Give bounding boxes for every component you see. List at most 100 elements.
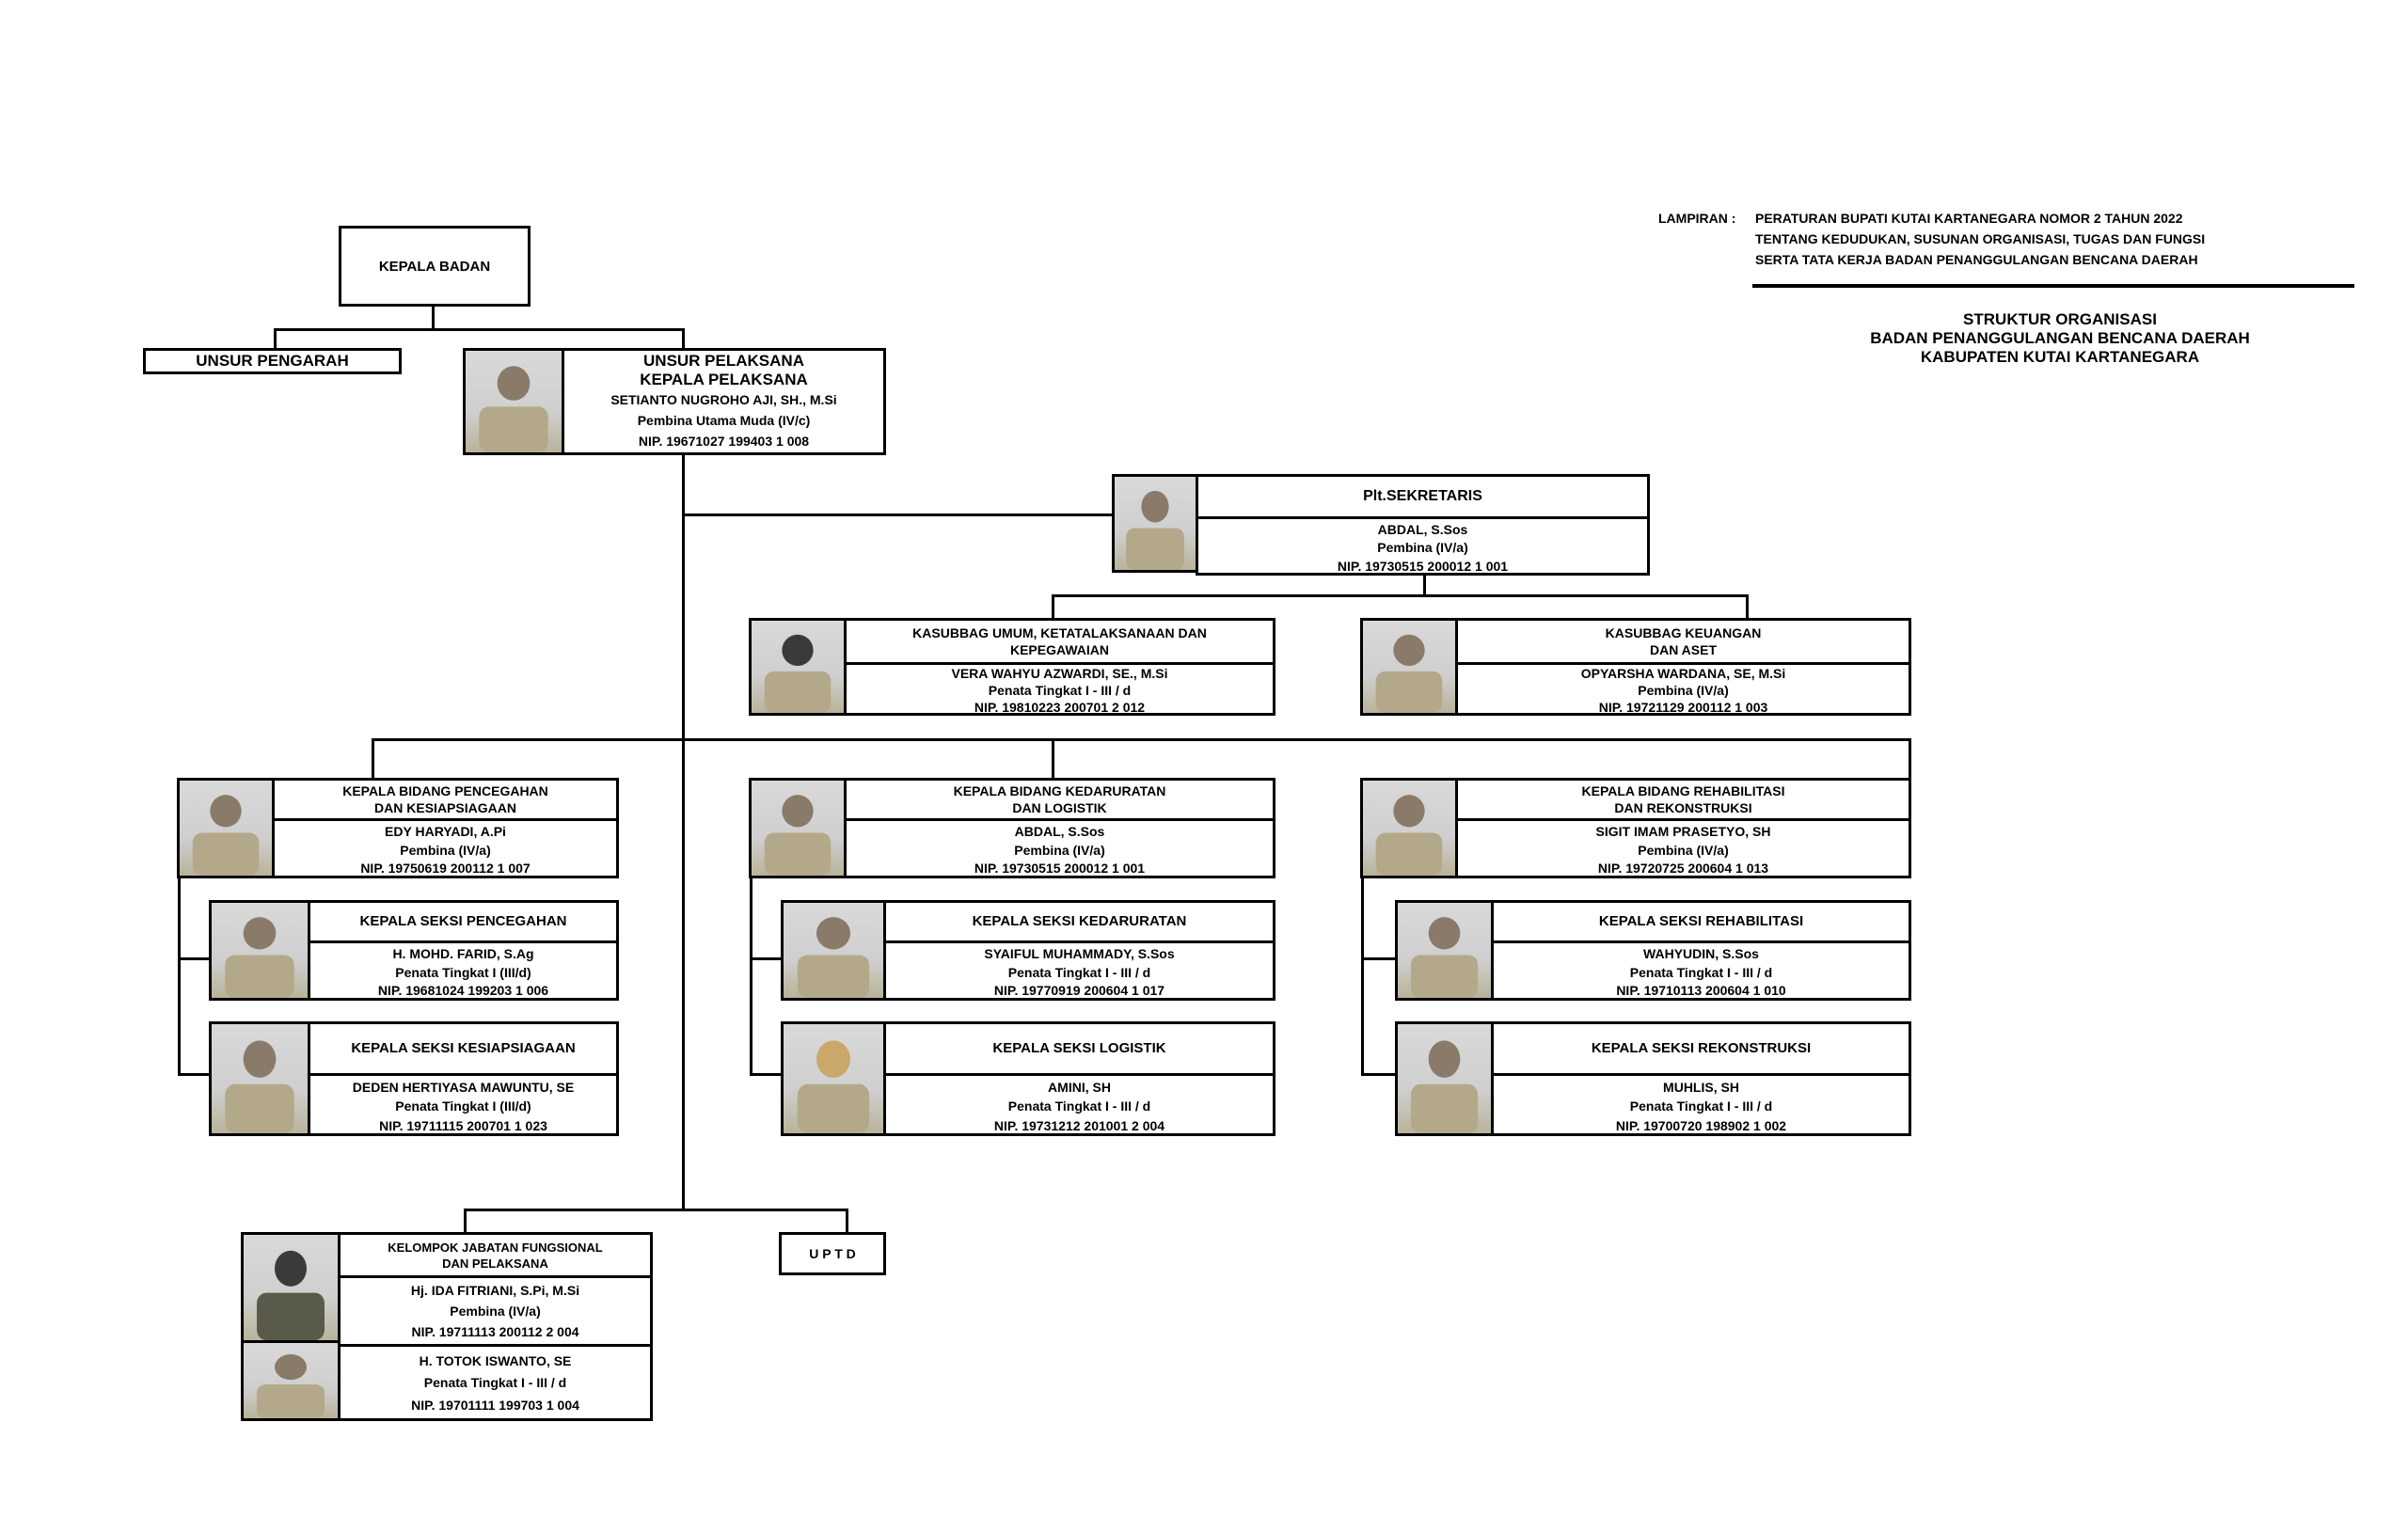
- node-title: KEPALA PELAKSANA: [640, 371, 808, 388]
- unsur-pengarah-box: UNSUR PENGARAH: [143, 348, 402, 374]
- node-title: DAN LOGISTIK: [1012, 800, 1107, 815]
- regulation-reference: PERATURAN BUPATI KUTAI KARTANEGARA NOMOR…: [1755, 208, 2205, 270]
- kabid-rehabilitasi-box: KEPALA BIDANG REHABILITASI DAN REKONSTRUK…: [1455, 778, 1911, 878]
- unsur-pelaksana-box: UNSUR PELAKSANA KEPALA PELAKSANA SETIANT…: [562, 348, 886, 455]
- node-rank: Penata Tingkat I - III / d: [1007, 964, 1151, 980]
- node-title: KEPALA BIDANG KEDARURATAN: [953, 783, 1166, 798]
- node-title: KASUBBAG KEUANGAN: [1605, 625, 1762, 640]
- node-nip: NIP. 19671027 199403 1 008: [638, 434, 810, 449]
- connector: [682, 514, 1115, 516]
- connector: [372, 738, 1911, 741]
- node-rank: Pembina (IV/a): [450, 1304, 541, 1319]
- node-title: KASUBBAG UMUM, KETATALAKSANAAN DAN: [912, 625, 1207, 640]
- person-photo: [1395, 900, 1494, 1001]
- kasi-pencegahan-box: KEPALA SEKSI PENCEGAHAN H. MOHD. FARID, …: [308, 900, 619, 1001]
- person-photo: [781, 900, 886, 1001]
- kasi-rehabilitasi-box: KEPALA SEKSI REHABILITASI WAHYUDIN, S.So…: [1491, 900, 1911, 1001]
- node-nip: NIP. 19711113 200112 2 004: [411, 1324, 579, 1339]
- connector: [1052, 594, 1054, 618]
- node-title: KELOMPOK JABATAN FUNGSIONAL: [388, 1240, 603, 1255]
- person-photo: [209, 900, 310, 1001]
- kabid-pencegahan-box: KEPALA BIDANG PENCEGAHAN DAN KESIAPSIAGAA…: [272, 778, 619, 878]
- title-line: STRUKTUR ORGANISASI: [1963, 310, 2157, 328]
- node-title: KEPALA SEKSI PENCEGAHAN: [359, 913, 567, 929]
- person-photo: [1360, 778, 1458, 878]
- node-person-name: SYAIFUL MUHAMMADY, S.Sos: [984, 945, 1175, 961]
- uptd-box: U P T D: [779, 1232, 886, 1275]
- node-title: KEPALA SEKSI REKONSTRUKSI: [1591, 1040, 1812, 1056]
- node-nip: NIP. 19720725 200604 1 013: [1597, 861, 1769, 877]
- node-rank: Penata Tingkat I - III / d: [1629, 964, 1773, 980]
- node-rank: Penata Tingkat I - III / d: [1007, 1098, 1151, 1114]
- kasi-kesiapsiagaan-box: KEPALA SEKSI KESIAPSIAGAAN DEDEN HERTIYA…: [308, 1021, 619, 1136]
- connector: [1361, 1073, 1397, 1076]
- title-line: BADAN PENANGGULANGAN BENCANA DAERAH: [1870, 329, 2250, 347]
- connector: [750, 957, 783, 960]
- node-person-name: SIGIT IMAM PRASETYO, SH: [1595, 823, 1771, 839]
- node-title: KEPALA SEKSI LOGISTIK: [992, 1040, 1166, 1056]
- kasi-rekonstruksi-box: KEPALA SEKSI REKONSTRUKSI MUHLIS, SH Pen…: [1491, 1021, 1911, 1136]
- regulation-line: PERATURAN BUPATI KUTAI KARTANEGARA NOMOR…: [1755, 211, 2183, 226]
- node-person-name: WAHYUDIN, S.Sos: [1643, 945, 1759, 961]
- node-person-name: AMINI, SH: [1048, 1079, 1111, 1095]
- connector: [1052, 738, 1054, 779]
- person-photo: [241, 1340, 341, 1421]
- node-nip: NIP. 19770919 200604 1 017: [993, 983, 1165, 999]
- node-rank: Pembina Utama Muda (IV/c): [637, 413, 811, 428]
- lampiran-label: LAMPIRAN :: [1658, 211, 1736, 226]
- connector: [1423, 576, 1426, 596]
- node-nip: NIP. 19710113 200604 1 010: [1616, 983, 1786, 999]
- node-rank: Penata Tingkat I (III/d): [395, 964, 531, 980]
- node-person-name: ABDAL, S.Sos: [1377, 521, 1468, 537]
- node-rank: Penata Tingkat I (III/d): [395, 1098, 531, 1114]
- node-title: KEPALA SEKSI REHABILITASI: [1598, 913, 1804, 929]
- connector: [750, 1073, 783, 1076]
- node-rank: Pembina (IV/a): [1638, 683, 1729, 698]
- connector: [178, 1073, 211, 1076]
- node-nip: NIP. 19711115 200701 1 023: [379, 1117, 547, 1133]
- node-title: DAN KESIAPSIAGAAN: [374, 800, 516, 815]
- node-person-name: OPYARSHA WARDANA, SE, M.Si: [1580, 666, 1786, 681]
- person-photo: [781, 1021, 886, 1136]
- node-rank: Pembina (IV/a): [400, 842, 491, 858]
- node-title: Plt.SEKRETARIS: [1363, 488, 1482, 504]
- node-title: KEPEGAWAIAN: [1009, 642, 1109, 657]
- node-rank: Pembina (IV/a): [1377, 540, 1468, 555]
- node-title: KEPALA BIDANG PENCEGAHAN: [342, 783, 548, 798]
- connector: [1052, 594, 1749, 597]
- connector: [464, 1209, 467, 1233]
- node-title: DAN REKONSTRUKSI: [1614, 800, 1752, 815]
- node-person-name: H. MOHD. FARID, S.Ag: [392, 945, 534, 961]
- connector: [1361, 957, 1397, 960]
- connector-main-spine: [682, 453, 685, 1210]
- person-photo: [1112, 474, 1198, 573]
- connector: [274, 328, 685, 331]
- node-nip: NIP. 19731212 201001 2 004: [993, 1117, 1165, 1133]
- kasi-logistik-box: KEPALA SEKSI LOGISTIK AMINI, SH Penata T…: [883, 1021, 1275, 1136]
- person-photo: [177, 778, 275, 878]
- node-rank: Penata Tingkat I - III / d: [988, 683, 1132, 698]
- node-nip: NIP. 19721129 200112 1 003: [1598, 700, 1768, 715]
- node-person-name: VERA WAHYU AZWARDI, SE., M.Si: [951, 666, 1168, 681]
- node-nip: NIP. 19810223 200701 2 012: [974, 700, 1146, 715]
- connector: [274, 328, 277, 350]
- connector: [1361, 878, 1364, 1075]
- node-nip: NIP. 19701111 199703 1 004: [411, 1397, 579, 1413]
- node-person-name: DEDEN HERTIYASA MAWUNTU, SE: [352, 1079, 575, 1095]
- person-photo: [1395, 1021, 1494, 1136]
- node-person-name: H. TOTOK ISWANTO, SE: [419, 1352, 572, 1368]
- sekretaris-box: Plt.SEKRETARIS ABDAL, S.Sos Pembina (IV/…: [1196, 474, 1650, 576]
- node-rank: Pembina (IV/a): [1638, 842, 1729, 858]
- node-nip: NIP. 19750619 200112 1 007: [360, 861, 531, 877]
- kasi-kedaruratan-box: KEPALA SEKSI KEDARURATAN SYAIFUL MUHAMMA…: [883, 900, 1275, 1001]
- person-photo: [463, 348, 564, 455]
- node-nip: NIP. 19730515 200012 1 001: [974, 861, 1146, 877]
- node-person-name: SETIANTO NUGROHO AJI, SH., M.Si: [610, 392, 837, 407]
- node-person-name: MUHLIS, SH: [1663, 1079, 1739, 1095]
- node-nip: NIP. 19681024 199203 1 006: [377, 983, 549, 999]
- connector: [846, 1209, 848, 1233]
- node-title: UNSUR PELAKSANA: [643, 352, 804, 370]
- person-photo: [749, 778, 847, 878]
- node-title: KEPALA BIDANG REHABILITASI: [1581, 783, 1785, 798]
